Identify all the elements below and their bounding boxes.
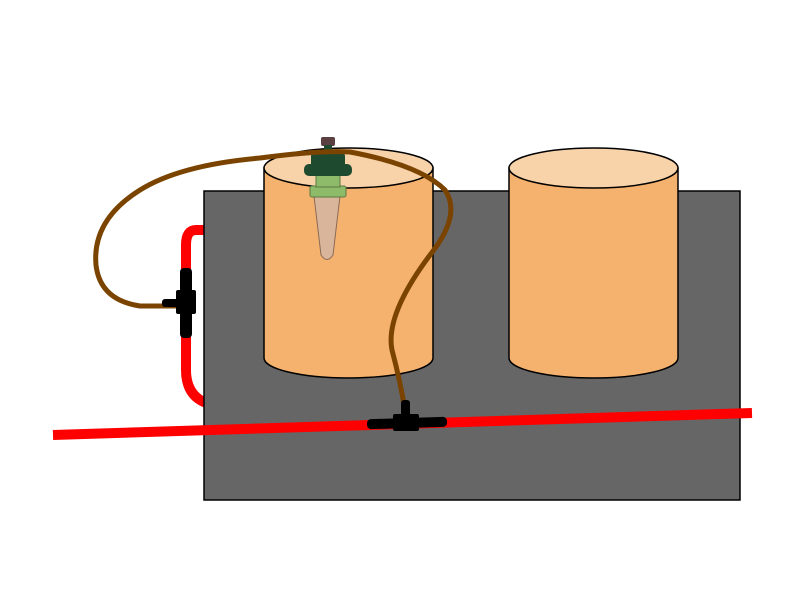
supply-loop xyxy=(181,225,215,408)
drip-tube xyxy=(93,149,454,413)
tee-fitting-left xyxy=(162,268,196,338)
tee-fitting-main xyxy=(366,400,448,431)
pot-1 xyxy=(263,147,434,379)
watering-stake xyxy=(304,137,352,260)
pot-2 xyxy=(508,147,679,379)
